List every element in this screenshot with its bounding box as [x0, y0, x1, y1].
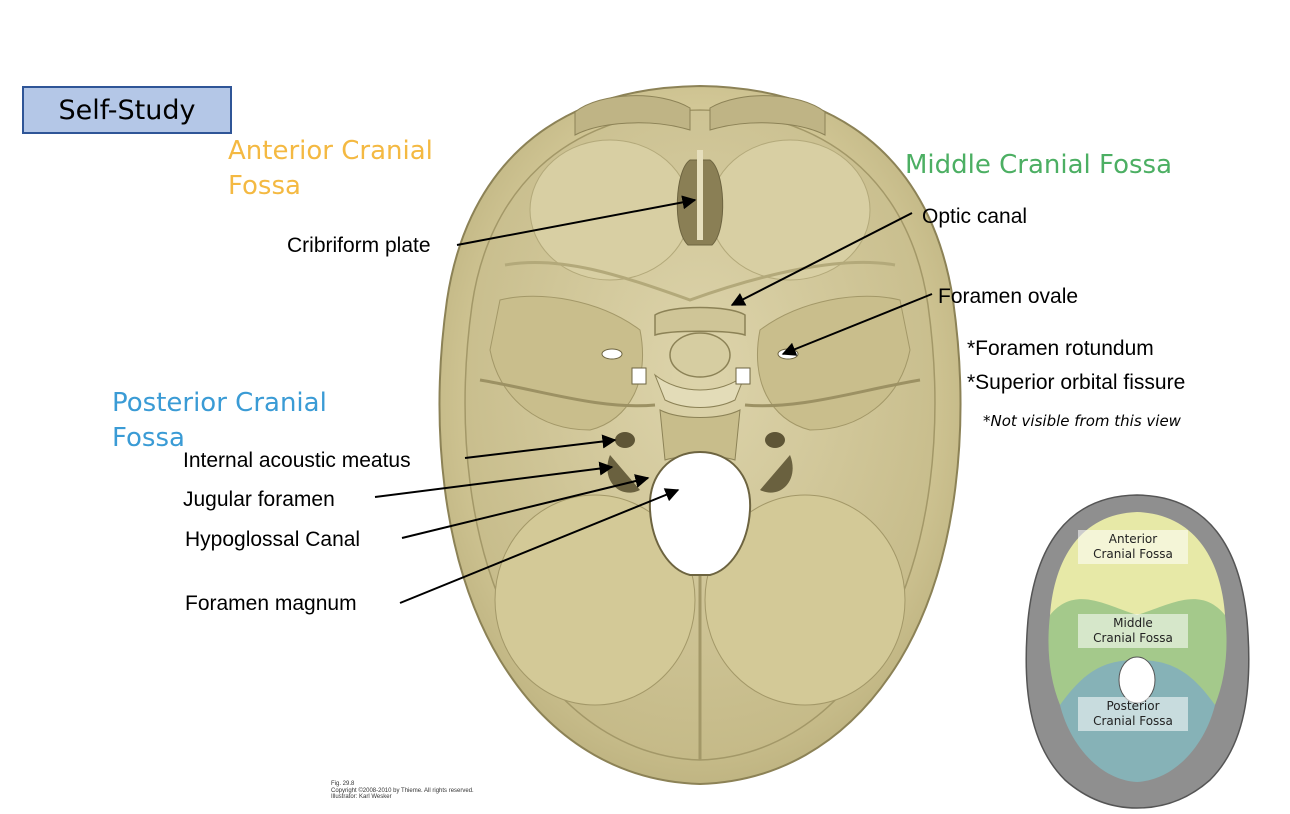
- anterior-cranial-fossa-title: Anterior Cranial Fossa: [228, 134, 433, 204]
- inset-anterior-line2: Cranial Fossa: [1093, 547, 1173, 561]
- self-study-badge: Self-Study: [22, 86, 232, 134]
- copyright-line3: Illustrator: Karl Wesker: [331, 794, 392, 800]
- label-internal-acoustic-meatus: Internal acoustic meatus: [183, 449, 411, 472]
- posterior-cranial-fossa-title: Posterior Cranial Fossa: [112, 386, 327, 456]
- foramen-magnum-shape: [648, 450, 752, 576]
- inset-anterior-label: Anterior Cranial Fossa: [1078, 530, 1188, 564]
- inset-anterior-line1: Anterior: [1108, 532, 1158, 546]
- label-jugular-foramen: Jugular foramen: [183, 488, 335, 511]
- self-study-label: Self-Study: [58, 94, 196, 126]
- label-optic-canal: Optic canal: [922, 205, 1028, 228]
- posterior-title-line2: Fossa: [112, 423, 185, 453]
- figure-copyright: Fig. 29.8 Copyright ©2008-2010 by Thieme…: [331, 781, 474, 801]
- inset-posterior-label: Posterior Cranial Fossa: [1078, 697, 1188, 731]
- inset-posterior-line2: Cranial Fossa: [1093, 714, 1173, 728]
- posterior-title-line1: Posterior Cranial: [112, 388, 327, 418]
- inset-middle-line2: Cranial Fossa: [1093, 631, 1173, 645]
- note-not-visible: *Not visible from this view: [983, 412, 1181, 430]
- anterior-title-line2: Fossa: [228, 171, 301, 201]
- inset-posterior-line1: Posterior: [1106, 699, 1160, 713]
- label-hypoglossal-canal: Hypoglossal Canal: [185, 528, 361, 551]
- inset-middle-line1: Middle: [1113, 616, 1153, 630]
- copyright-line2: Copyright ©2008-2010 by Thieme. All righ…: [331, 787, 474, 794]
- copyright-line1: Fig. 29.8: [331, 781, 355, 787]
- label-foramen-magnum: Foramen magnum: [185, 592, 357, 615]
- note-superior-orbital-fissure: *Superior orbital fissure: [967, 371, 1186, 394]
- label-cribriform-plate: Cribriform plate: [287, 234, 431, 257]
- middle-cranial-fossa-title: Middle Cranial Fossa: [905, 150, 1173, 180]
- anterior-title-line1: Anterior Cranial: [228, 136, 433, 166]
- note-foramen-rotundum: *Foramen rotundum: [967, 337, 1154, 360]
- label-foramen-ovale: Foramen ovale: [938, 285, 1079, 308]
- inset-middle-label: Middle Cranial Fossa: [1078, 614, 1188, 648]
